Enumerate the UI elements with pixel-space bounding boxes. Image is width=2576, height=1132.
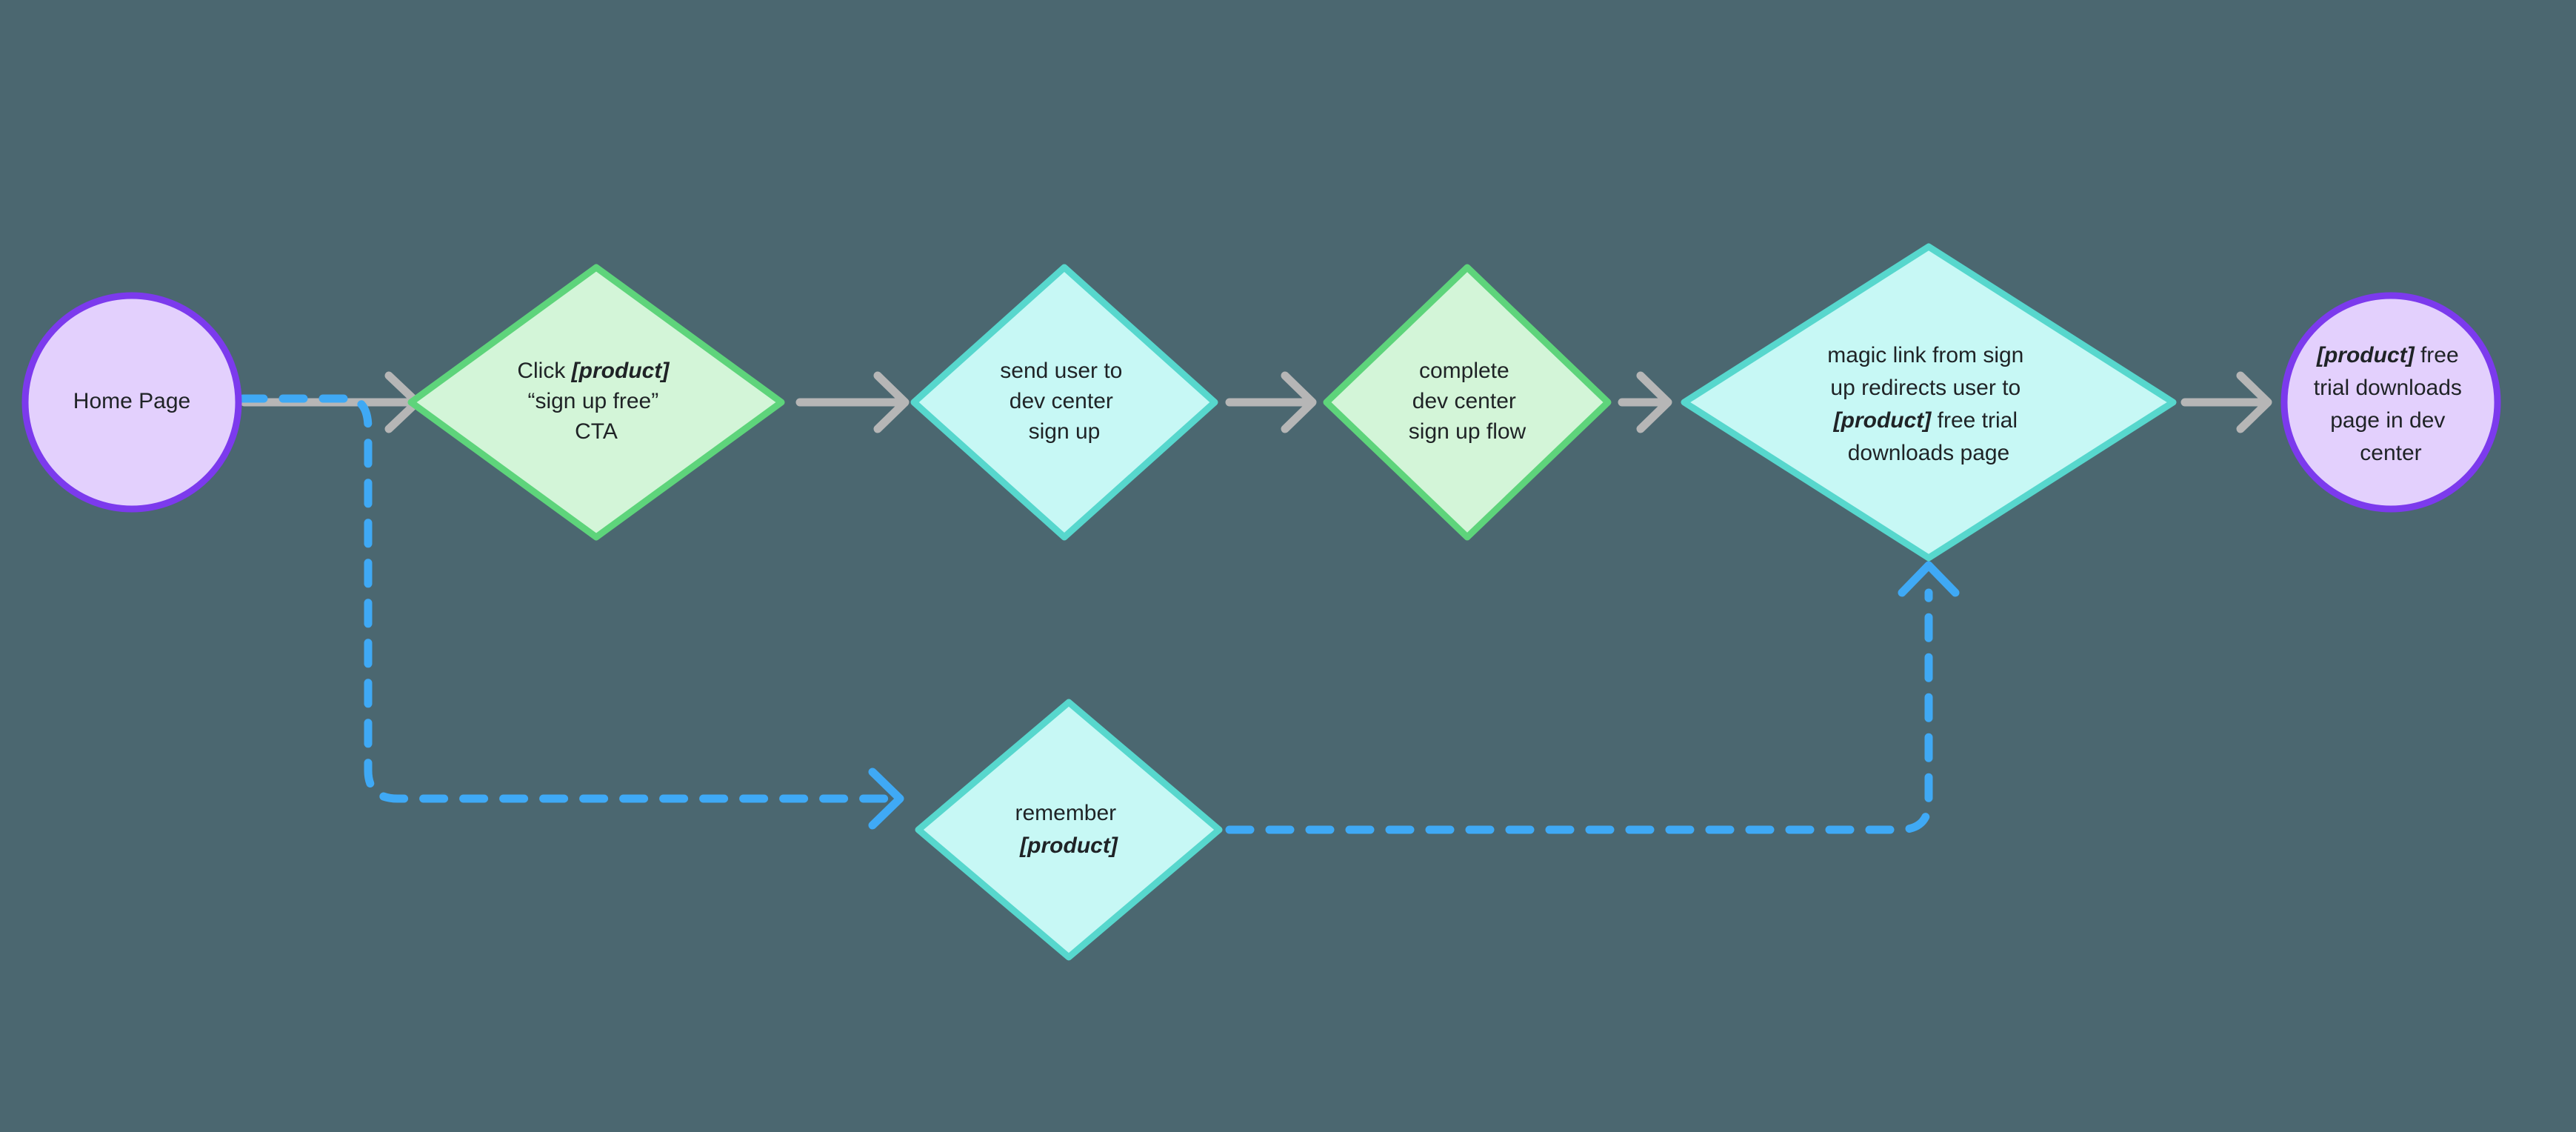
node-click-cta[interactable]: Click [product] “sign up free” CTA xyxy=(407,264,785,541)
node-label: Click [product] “sign up free” CTA xyxy=(517,359,675,444)
node-label: complete dev center sign up flow xyxy=(1409,359,1526,444)
arrowhead-right-icon xyxy=(868,768,904,830)
node-shape-diamond xyxy=(407,264,785,541)
node-complete-signup-flow[interactable]: complete dev center sign up flow xyxy=(1323,264,1612,541)
arrowhead-up-icon xyxy=(1898,561,1960,597)
edges-layer xyxy=(238,371,2272,834)
node-label: remember [product] xyxy=(1015,801,1122,858)
edge-click-to-send[interactable] xyxy=(795,371,910,433)
node-downloads-page-dev-center[interactable]: [product] free trial downloads page in d… xyxy=(2280,292,2501,513)
node-remember-product[interactable]: remember [product] xyxy=(915,699,1223,961)
edge-line xyxy=(1225,588,1933,834)
node-send-user-dev-center[interactable]: send user to dev center sign up xyxy=(910,264,1218,541)
node-shape-circle xyxy=(2280,292,2501,513)
edge-remember-to-magic[interactable] xyxy=(1225,561,1960,834)
node-shape-diamond xyxy=(1323,264,1612,541)
edge-complete-to-magic[interactable] xyxy=(1618,371,1672,433)
nodes-layer: Home Page Click [product] “sign up free”… xyxy=(21,243,2501,961)
edge-send-to-complete[interactable] xyxy=(1225,371,1317,433)
arrowhead-right-icon xyxy=(2236,371,2272,433)
node-shape-circle xyxy=(21,292,242,513)
arrowhead-right-icon xyxy=(873,371,910,433)
edge-home-to-remember[interactable] xyxy=(238,394,904,830)
node-home-page[interactable]: Home Page xyxy=(21,292,242,513)
node-label: send user to dev center sign up xyxy=(1000,359,1128,444)
node-magic-link-redirect[interactable]: magic link from sign up redirects user t… xyxy=(1681,243,2177,562)
arrowhead-right-icon xyxy=(1636,371,1672,433)
node-label: [product] free trial downloads page in d… xyxy=(2314,343,2468,465)
node-shape-diamond xyxy=(915,699,1223,961)
edge-line xyxy=(238,394,893,803)
node-label: magic link from sign up redirects user t… xyxy=(1827,343,2029,465)
edge-magic-to-downloads[interactable] xyxy=(2180,371,2272,433)
arrowhead-right-icon xyxy=(1281,371,1317,433)
node-label: Home Page xyxy=(73,389,190,413)
node-shape-diamond xyxy=(910,264,1218,541)
node-shape-diamond xyxy=(1681,243,2177,562)
